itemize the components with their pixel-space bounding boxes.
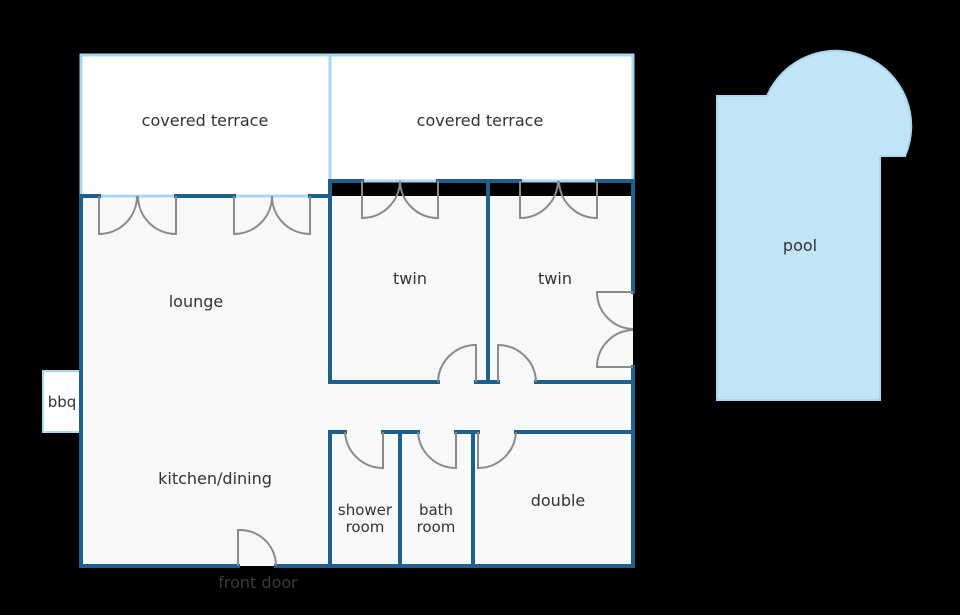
double-label: double <box>531 491 586 510</box>
bath-room-label-line2: room <box>417 518 456 536</box>
bbq-box <box>42 370 81 433</box>
covered-terrace-right-label: covered terrace <box>417 111 544 130</box>
doors <box>98 180 634 567</box>
pool-shape <box>716 49 913 401</box>
bath-room-label-line1: bath <box>419 501 453 519</box>
pool-label: pool <box>783 236 817 255</box>
shower-room-label-line1: shower <box>338 501 393 519</box>
walls <box>79 179 635 568</box>
covered-terrace-left-label: covered terrace <box>142 111 269 130</box>
kitchen-dining-label: kitchen/dining <box>158 469 272 488</box>
twin-right-label: twin <box>538 269 572 288</box>
twin-left-label: twin <box>393 269 427 288</box>
covered-terrace-right-area <box>328 53 635 183</box>
front-door-label: front door <box>218 573 298 592</box>
lounge-label: lounge <box>169 292 224 311</box>
shower-room-label-line2: room <box>346 518 385 536</box>
bbq-label: bbq <box>48 393 77 411</box>
covered-terrace-left-area <box>79 53 332 198</box>
